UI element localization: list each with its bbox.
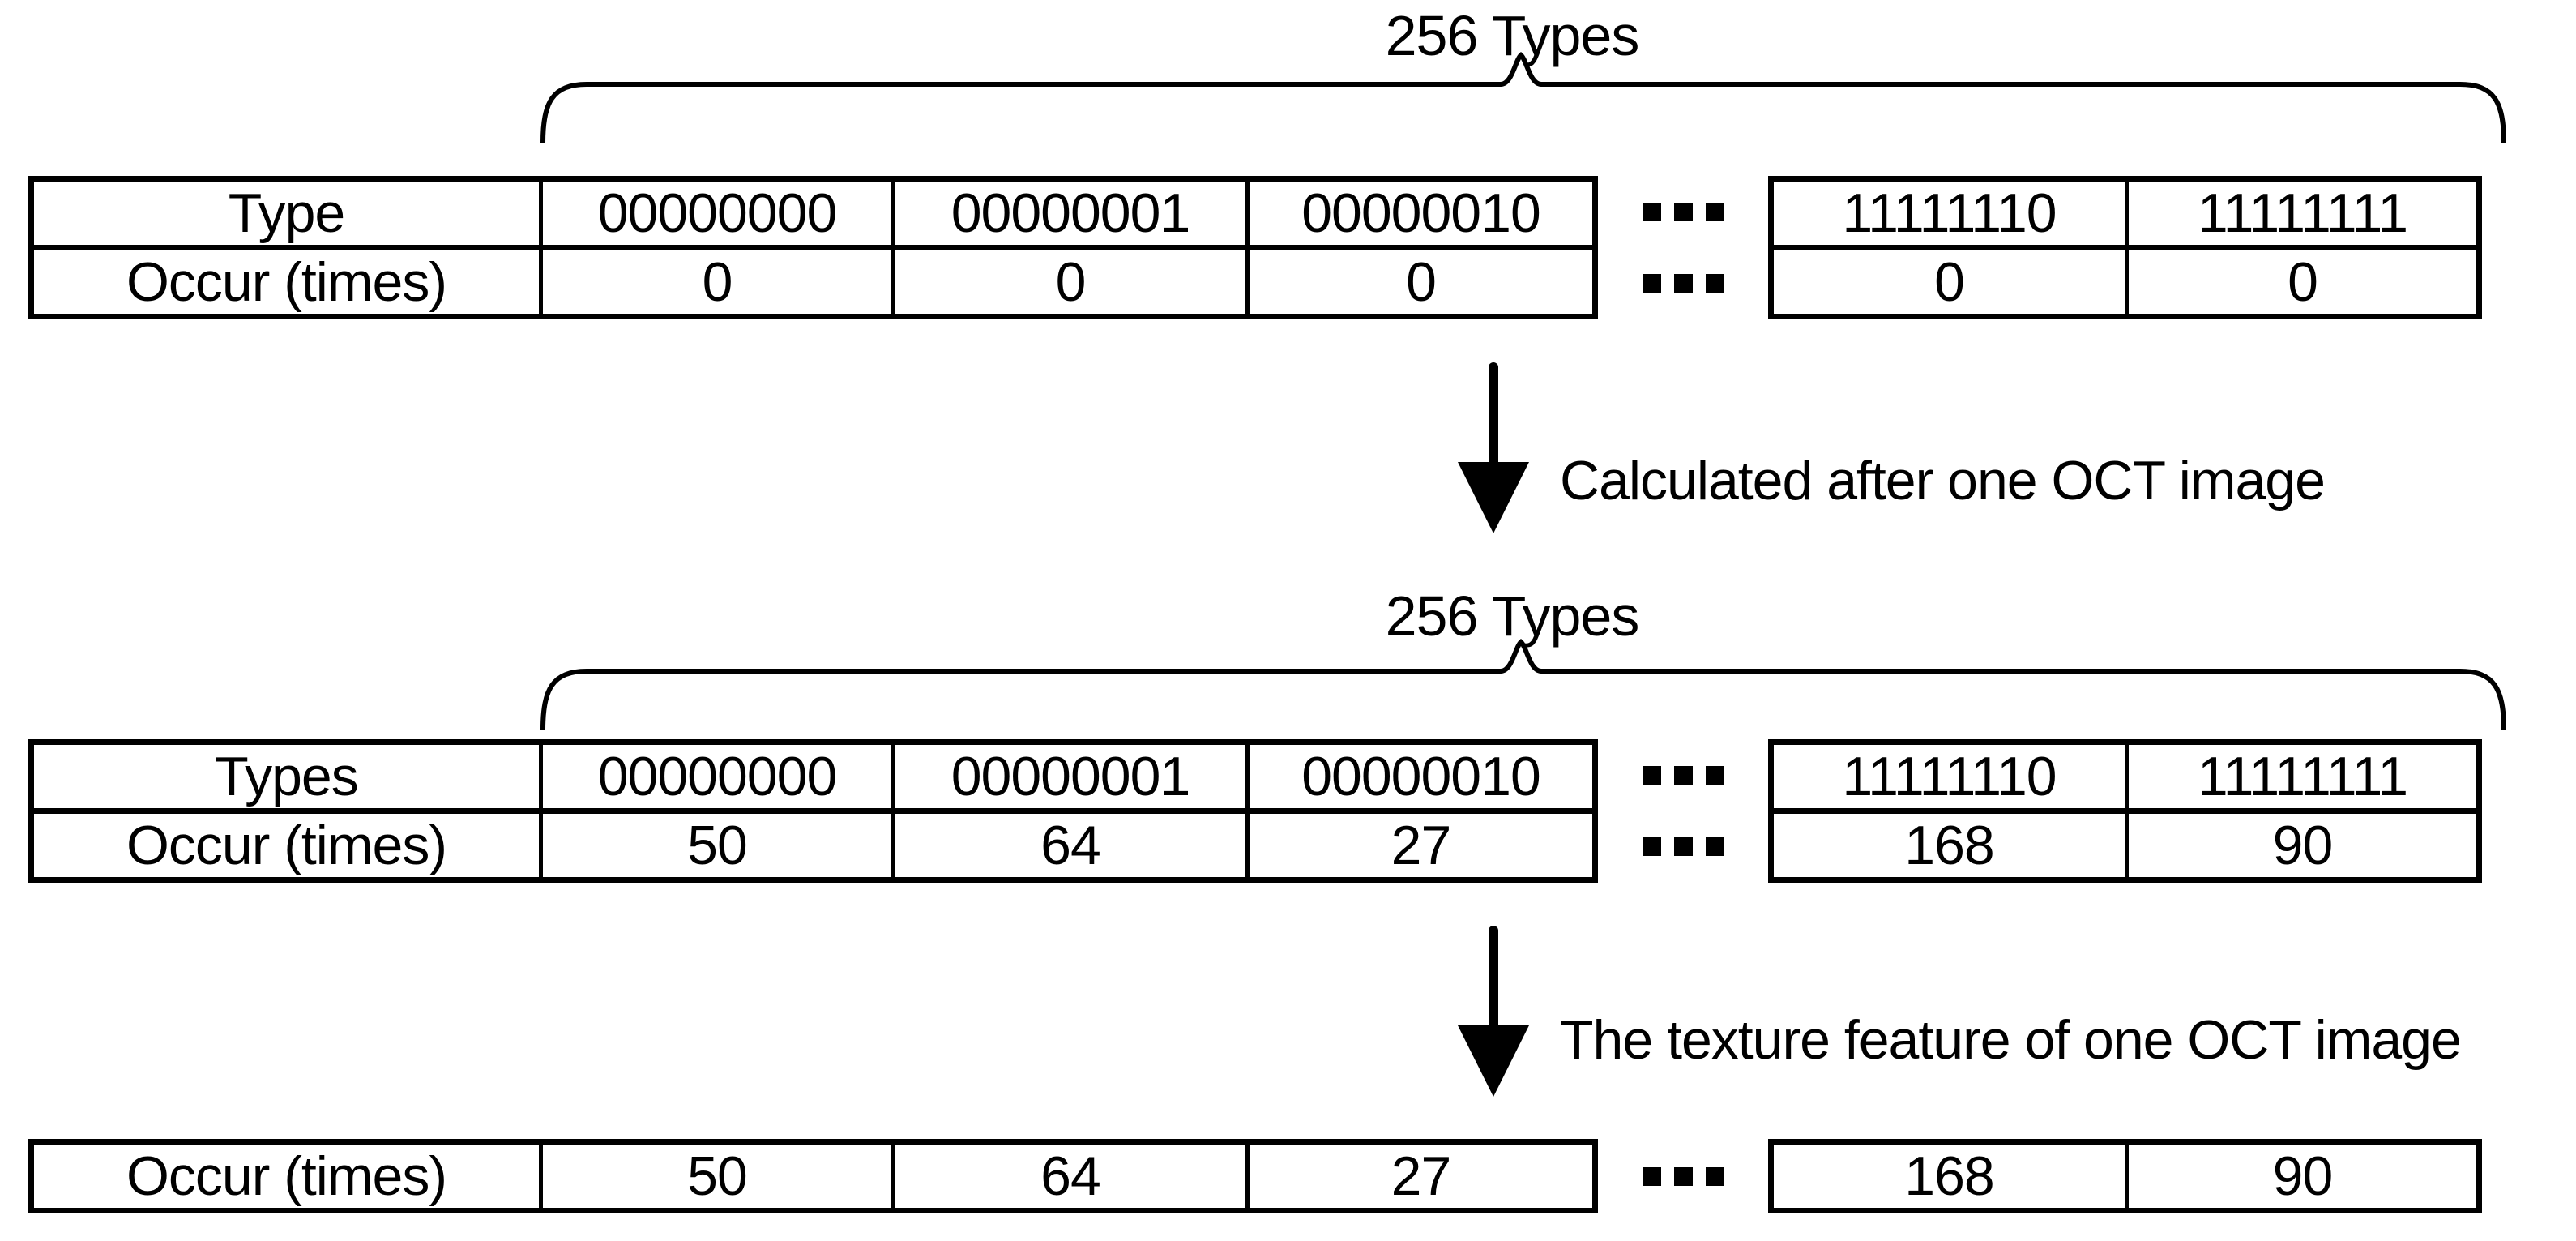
table-gap: [1598, 176, 1768, 319]
type-cell: 00000000: [539, 182, 891, 245]
type-cell: 11111110: [1842, 746, 2057, 807]
down-arrow-icon: [1458, 1025, 1529, 1097]
type-cell: 00000010: [1245, 182, 1592, 245]
row-header: Occur (times): [126, 1145, 447, 1207]
occur-cell: 90: [2125, 814, 2476, 877]
table-right-block: 11111110 11111111 0 0: [1768, 176, 2482, 319]
type-cell: 11111111: [2125, 182, 2476, 245]
down-arrow-icon: [1489, 362, 1498, 465]
row-header: Occur (times): [126, 815, 447, 876]
occur-cell: 64: [891, 814, 1245, 877]
ellipsis-dots: [1642, 274, 1724, 293]
table-left-block: Occur (times) 50 64 27: [28, 1139, 1598, 1213]
table-row: Occur (times) 0 0 0: [34, 245, 1592, 314]
occur-cell: 50: [539, 814, 891, 877]
row-header: Occur (times): [126, 251, 447, 313]
ellipsis-dots: [1642, 765, 1724, 785]
table-row: 11111110 11111111: [1774, 182, 2476, 245]
ellipsis-dots: [1642, 1166, 1724, 1186]
table-gap: [1598, 739, 1768, 883]
row-header: Types: [215, 746, 358, 807]
down-arrow-icon: [1489, 926, 1498, 1029]
table-row: Occur (times) 50 64 27: [34, 1145, 1592, 1208]
occur-cell: 27: [1245, 814, 1592, 877]
table-row: 168 90: [1774, 1145, 2476, 1208]
step2-caption: The texture feature of one OCT image: [1560, 1009, 2462, 1071]
texture-feature-table: Occur (times) 50 64 27 168 90: [28, 1139, 2482, 1213]
histogram-table-computed: Types 00000000 00000001 00000010 Occur (…: [28, 739, 2482, 883]
histogram-table-initial: Type 00000000 00000001 00000010 Occur (t…: [28, 176, 2482, 319]
type-cell: 00000001: [891, 182, 1245, 245]
type-cell: 00000000: [539, 745, 891, 808]
types-count-label-2: 256 Types: [1385, 584, 1640, 648]
occur-cell: 50: [539, 1145, 891, 1208]
table-right-block: 11111110 11111111 168 90: [1768, 739, 2482, 883]
table-row: Types 00000000 00000001 00000010: [34, 745, 1592, 808]
occur-cell: 27: [1245, 1145, 1592, 1208]
table-left-block: Types 00000000 00000001 00000010 Occur (…: [28, 739, 1598, 883]
table-row: Type 00000000 00000001 00000010: [34, 182, 1592, 245]
curly-brace-1: [540, 52, 2506, 143]
type-cell: 11111111: [2125, 745, 2476, 808]
occur-cell: 0: [1245, 250, 1592, 314]
step1-caption: Calculated after one OCT image: [1560, 450, 2326, 511]
type-cell: 11111110: [1842, 182, 2057, 244]
ellipsis-dots: [1642, 837, 1724, 857]
table-right-block: 168 90: [1768, 1139, 2482, 1213]
occur-cell: 0: [539, 250, 891, 314]
type-cell: 00000010: [1245, 745, 1592, 808]
down-arrow-icon: [1458, 462, 1529, 533]
ellipsis-dots: [1642, 202, 1724, 221]
types-count-label-1: 256 Types: [1385, 4, 1640, 67]
curly-brace-2: [540, 639, 2506, 730]
table-row: Occur (times) 50 64 27: [34, 808, 1592, 877]
table-left-block: Type 00000000 00000001 00000010 Occur (t…: [28, 176, 1598, 319]
table-row: 168 90: [1774, 808, 2476, 877]
occur-cell: 168: [1904, 815, 1994, 876]
occur-cell: 90: [2125, 1145, 2476, 1208]
table-row: 11111110 11111111: [1774, 745, 2476, 808]
occur-cell: 168: [1904, 1145, 1994, 1207]
occur-cell: 0: [2125, 250, 2476, 314]
occur-cell: 64: [891, 1145, 1245, 1208]
type-cell: 00000001: [891, 745, 1245, 808]
table-row: 0 0: [1774, 245, 2476, 314]
row-header: Type: [228, 182, 345, 244]
occur-cell: 0: [1934, 251, 1965, 313]
occur-cell: 0: [891, 250, 1245, 314]
table-gap: [1598, 1139, 1768, 1213]
